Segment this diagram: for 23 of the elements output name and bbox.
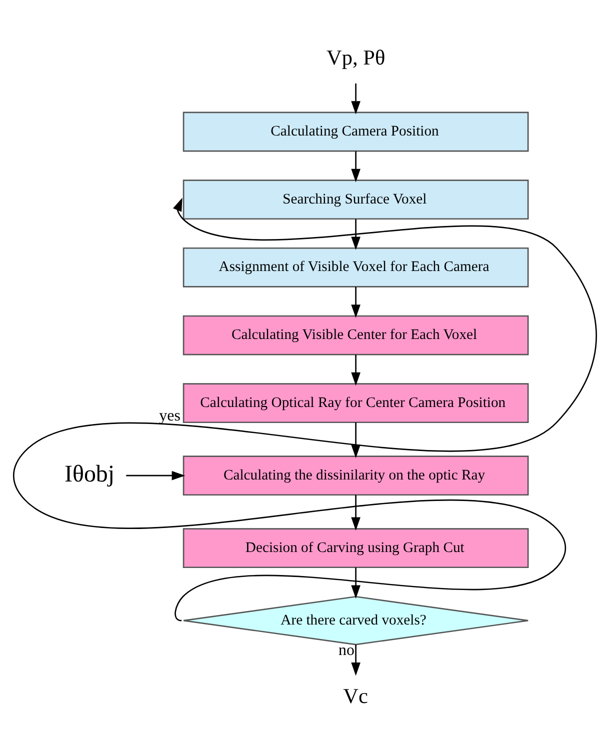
arrow (351, 286, 360, 318)
arrow (351, 422, 360, 458)
node-box: Calculating the dissinilarity on the optic Ray (182, 455, 529, 496)
node-text: Iθobj (64, 460, 115, 487)
node-box: Assignment of Visible Voxel for Each Camera (182, 246, 529, 287)
node-text: Vc (343, 683, 368, 708)
node-box: Searching Surface Voxel (182, 179, 529, 220)
node-box: Calculating Optical Ray for Center Camera Position (182, 382, 529, 423)
arrow (351, 494, 360, 530)
arrow (351, 150, 360, 182)
arrow (14, 197, 596, 620)
node-box: Calculating Camera Position (182, 111, 529, 152)
arrow (351, 218, 360, 250)
node-text: Vp, Pθ (326, 44, 386, 69)
arrow (126, 470, 186, 480)
arrow (351, 354, 360, 386)
arrow (351, 566, 360, 598)
node-diamond: Are there carved voxels? (182, 595, 529, 645)
arrow (351, 82, 360, 114)
node-box: Decision of Carving using Graph Cut (182, 528, 529, 568)
edge-label: yes (159, 406, 180, 424)
node-box: Calculating Visible Center for Each Voxel (182, 314, 529, 355)
arrow (351, 644, 360, 676)
